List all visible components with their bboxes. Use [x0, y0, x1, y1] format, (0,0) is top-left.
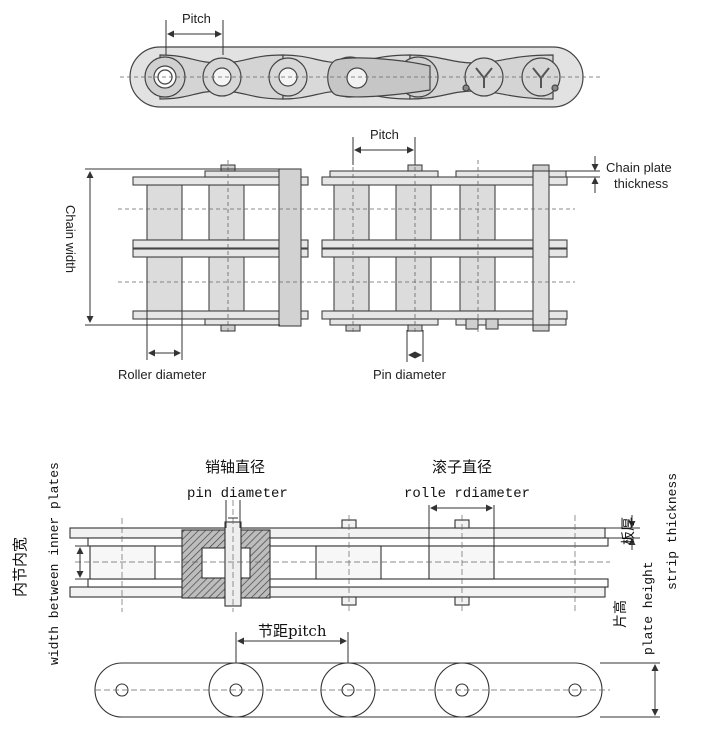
- chain-width-label: Chain width: [63, 205, 78, 273]
- pin-diameter-cn-label: 销轴直径: [205, 458, 265, 476]
- pitch-bottom-label: 节距pitch: [258, 622, 327, 640]
- pitch-bottom-dimension: [235, 632, 349, 663]
- pitch-dimension-side: [165, 20, 224, 55]
- pitch-label-side: Pitch: [182, 11, 211, 26]
- pin-diameter-bottom-dimension: [225, 500, 241, 528]
- strip-thickness-en-label: strip thickness: [665, 473, 680, 590]
- plate-thickness-dimension: [566, 156, 600, 193]
- inner-width-dimension: [75, 545, 90, 580]
- inner-width-en-label: width between inner plates: [47, 462, 62, 665]
- plan-centerlines: [118, 160, 575, 335]
- section-centerlines: [75, 500, 610, 612]
- section-view: [69, 519, 609, 607]
- pin-diameter-label: Pin diameter: [373, 367, 447, 382]
- roller-diameter-dimension: [146, 311, 183, 360]
- roller-diameter-cn-label: 滚子直径: [432, 458, 492, 476]
- roller-diameter-label: Roller diameter: [118, 367, 207, 382]
- plate-thickness-bottom-dimension: [605, 515, 640, 550]
- plate-height-cn-label: 片高: [612, 600, 629, 628]
- chain-plate-label-line1: Chain plate: [606, 160, 672, 175]
- pitch-label-plan: Pitch: [370, 127, 399, 142]
- plate-height-dimension: [600, 662, 660, 718]
- pin-diameter-dimension: [406, 330, 424, 362]
- chain-plate-label-line2: thickness: [614, 176, 669, 191]
- pitch-dimension-plan: [352, 137, 416, 165]
- pin-diameter-en-label: pin diameter: [187, 486, 288, 502]
- plate-thickness-cn-label: 板厚: [621, 517, 637, 545]
- roller-diameter-bottom-dimension: [428, 504, 495, 546]
- roller-diameter-en-label: rolle rdiameter: [404, 486, 530, 502]
- plate-height-en-label: plate height: [641, 561, 656, 655]
- plan-view: [132, 164, 568, 332]
- inner-width-cn-label: 内节内宽: [11, 537, 29, 597]
